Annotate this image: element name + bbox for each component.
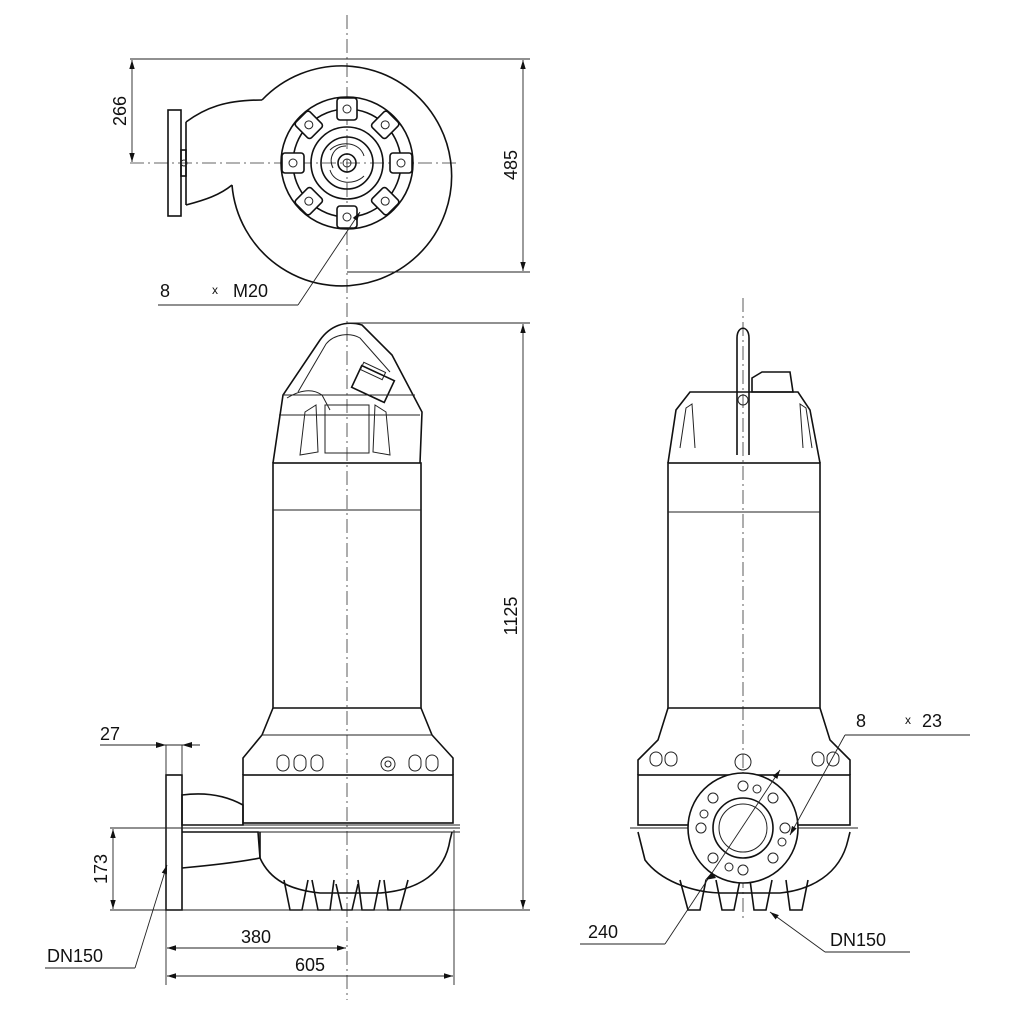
impeller-ring — [320, 136, 374, 190]
motor-outer-ring — [280, 96, 414, 230]
label-240: 240 — [588, 922, 618, 942]
discharge-elbow-lower — [181, 831, 261, 869]
handle-inner — [297, 334, 391, 393]
flange-bolt-holes — [695, 780, 791, 876]
lug — [281, 152, 305, 174]
side-view: 8 x 23 240 DN150 — [580, 298, 970, 953]
cable-entry-box — [350, 364, 396, 404]
base-feet — [283, 879, 409, 911]
volute-lower — [259, 831, 453, 894]
rib-right-1 — [372, 404, 391, 456]
lug — [336, 97, 358, 121]
outlet-bore — [712, 797, 774, 859]
label-hole-size: 23 — [922, 711, 942, 731]
lug — [294, 110, 324, 140]
top-view: 266 485 8 x M20 — [110, 15, 530, 1000]
label-bolt-count: 8 — [160, 281, 170, 301]
label-times-top: x — [212, 283, 218, 297]
side-ribs — [679, 403, 813, 449]
label-605: 605 — [295, 955, 325, 975]
elbow-upper — [185, 99, 263, 123]
volute-outline — [231, 65, 453, 287]
lower-taper — [242, 707, 454, 775]
impeller-vanes — [329, 143, 365, 183]
outlet-flange — [687, 772, 799, 884]
side-motor-housing — [667, 462, 821, 709]
leader-m20 — [297, 211, 361, 306]
leader-holes — [789, 734, 846, 836]
flange-center-mark — [180, 159, 188, 167]
cooling-slots-left — [276, 754, 439, 772]
handle-shoulder — [286, 390, 331, 411]
label-380: 380 — [241, 927, 271, 947]
discharge-flange — [165, 774, 183, 911]
lifting-handle — [736, 327, 750, 455]
elbow-lower — [185, 184, 233, 206]
side-volute-lower — [637, 831, 851, 894]
leader-dn-right — [769, 911, 826, 953]
side-dome — [667, 391, 821, 464]
leader-dn-left — [134, 864, 168, 969]
label-bolt-size: M20 — [233, 281, 268, 301]
label-hole-count: 8 — [856, 711, 866, 731]
cable-entry — [751, 371, 794, 393]
discharge-elbow — [181, 793, 244, 826]
lug — [336, 205, 358, 229]
label-485: 485 — [501, 150, 521, 180]
shaft — [337, 153, 357, 173]
leader-pitch-circle — [664, 769, 781, 945]
rib-left-1 — [299, 404, 319, 456]
side-feet — [679, 879, 809, 911]
lug — [389, 152, 413, 174]
lug — [294, 186, 324, 216]
motor-top-dome — [272, 322, 423, 464]
label-times-right: x — [905, 713, 911, 727]
label-266: 266 — [110, 96, 130, 126]
label-dn-right: DN150 — [830, 930, 886, 950]
label-1125: 1125 — [501, 597, 521, 636]
label-173: 173 — [91, 854, 111, 884]
side-lower-taper — [637, 707, 851, 775]
mounting-lugs — [281, 97, 413, 229]
front-view: 27 173 1125 380 605 DN150 — [45, 322, 530, 985]
lug — [370, 110, 400, 140]
upper-pump-casing — [242, 774, 454, 824]
nameplate — [324, 404, 370, 454]
hub-ring — [310, 126, 384, 200]
side-slots — [649, 751, 840, 767]
lug — [370, 186, 400, 216]
label-dn-left: DN150 — [47, 946, 103, 966]
label-27: 27 — [100, 724, 120, 744]
